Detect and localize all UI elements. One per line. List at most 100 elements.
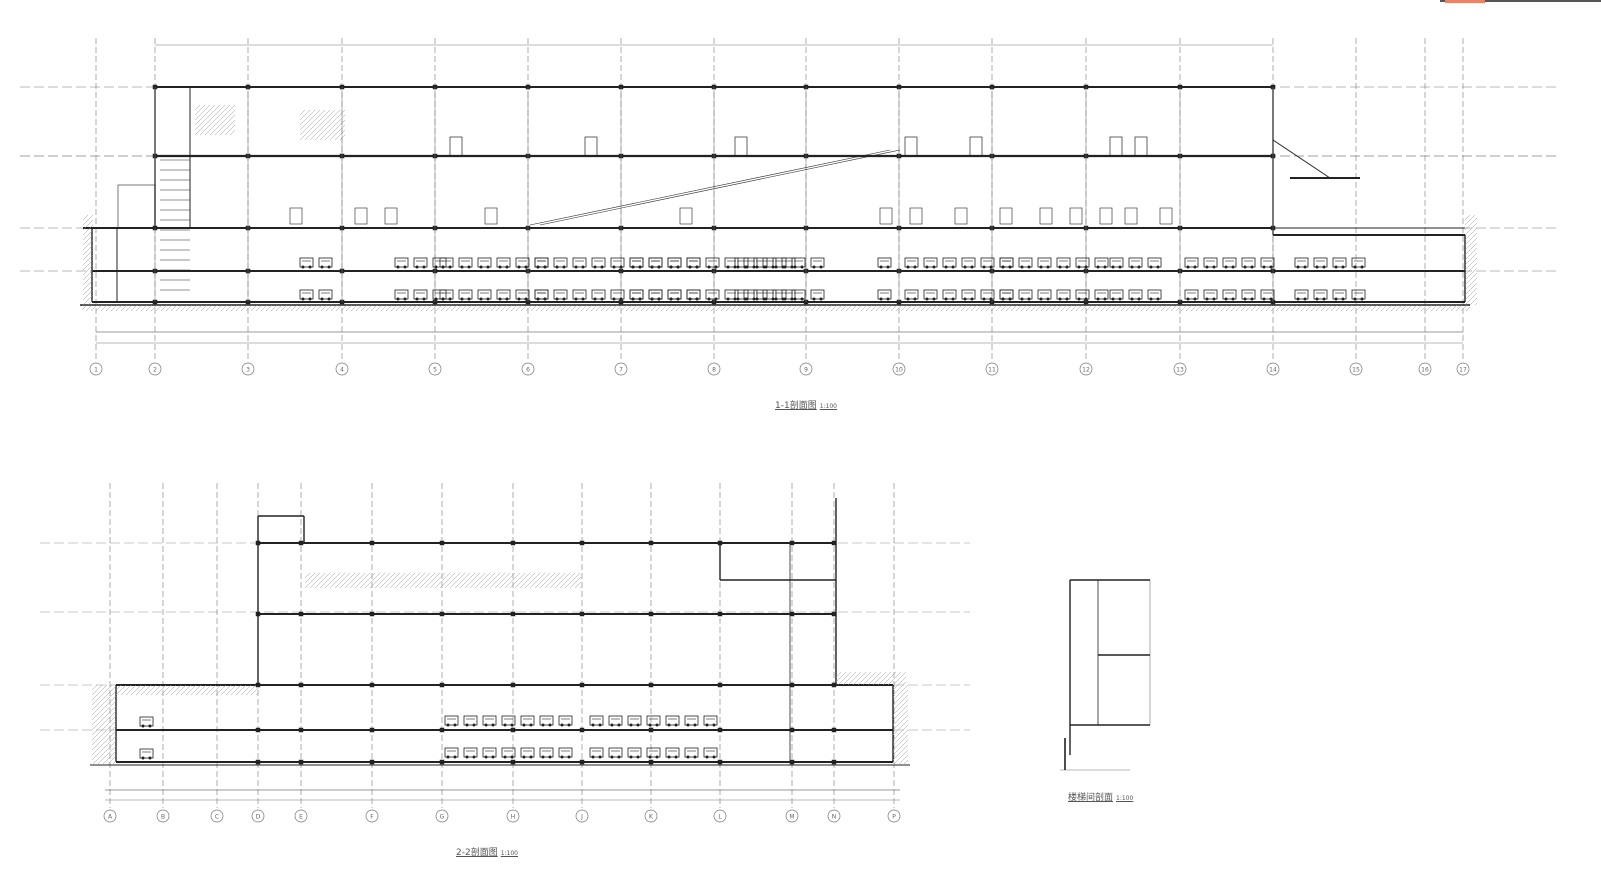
section-1-ground-hatch	[355, 304, 363, 312]
section-2-earth-hatch	[160, 684, 172, 696]
section-1-parked-car-icon	[753, 257, 768, 268]
section-1-parked-car-icon	[1203, 257, 1218, 268]
section-1-hatch	[299, 109, 316, 126]
section-1-ground-hatch	[950, 304, 958, 312]
section-1-ground-hatch	[1115, 304, 1123, 312]
section-1-axis-7-label: 7	[619, 367, 623, 374]
car-wheel	[1224, 297, 1228, 301]
section-1-ground-hatch	[770, 304, 778, 312]
section-1-ground-hatch	[975, 304, 983, 312]
car-wheel	[453, 755, 457, 759]
section-2-column	[789, 611, 795, 617]
section-1-ground-hatch	[910, 304, 918, 312]
section-2-earth-hatch	[857, 671, 872, 686]
car-wheel	[612, 265, 616, 269]
car-wheel	[648, 755, 652, 759]
section-2-hatch	[449, 572, 466, 589]
car-wheel	[674, 723, 678, 727]
section-1-ground-hatch	[650, 304, 658, 312]
section-1-hatch	[329, 124, 346, 141]
car-wheel	[1269, 265, 1273, 269]
car-wheel	[1296, 265, 1300, 269]
section-1-ground-hatch	[850, 304, 858, 312]
car-wheel	[1020, 265, 1024, 269]
section-1-hatch	[194, 104, 221, 131]
car-wheel	[541, 723, 545, 727]
section-1-ground-hatch	[1315, 304, 1323, 312]
section-1-earth-hatch	[1464, 267, 1478, 281]
section-1-parked-car-icon	[724, 257, 739, 268]
section-1-parked-car-icon	[961, 289, 976, 300]
car-wheel	[567, 755, 571, 759]
section-1-hatch	[219, 119, 236, 136]
car-wheel	[712, 723, 716, 727]
section-1-ground-hatch	[765, 304, 773, 312]
section-1-ground-hatch	[295, 304, 303, 312]
car-wheel	[600, 297, 604, 301]
section-1-parked-car-icon	[496, 289, 511, 300]
section-1-parked-car-icon	[591, 257, 606, 268]
section-2-earth-hatch	[91, 695, 117, 721]
section-1-ground-hatch	[200, 304, 208, 312]
car-wheel	[434, 297, 438, 301]
section-1-ground-hatch	[1010, 304, 1018, 312]
car-wheel	[498, 297, 502, 301]
section-1-ground-hatch	[440, 304, 448, 312]
car-wheel	[1269, 297, 1273, 301]
section-2-earth-hatch	[91, 730, 117, 756]
section-1-parked-car-icon	[648, 289, 663, 300]
section-2-parked-car-icon	[703, 715, 718, 726]
section-1-parked-car-icon	[1351, 257, 1366, 268]
section-1-ground-hatch	[1150, 304, 1158, 312]
section-1-window-icon	[289, 207, 303, 225]
section-1-parked-car-icon	[318, 289, 333, 300]
section-1-axis-4-label: 4	[340, 367, 344, 374]
section-1-ground-hatch	[1350, 304, 1358, 312]
section-1-ground-hatch	[270, 304, 278, 312]
section-1-window-icon	[954, 207, 968, 225]
section-1-axis-11-bubble	[985, 362, 999, 376]
section-1-ground-hatch	[1250, 304, 1258, 312]
section-1-ground-hatch	[150, 304, 158, 312]
section-1-ground-hatch	[815, 304, 823, 312]
section-2-axis-13-bubble	[827, 809, 841, 823]
car-wheel	[491, 755, 495, 759]
section-1-ground-hatch	[1090, 304, 1098, 312]
section-2-parked-car-icon	[558, 747, 573, 758]
section-1-ground-hatch	[195, 304, 203, 312]
car-wheel	[567, 723, 571, 727]
section-1-ground-hatch	[760, 304, 768, 312]
section-2-hatch	[509, 572, 526, 589]
section-1-scale: 1:100	[819, 403, 837, 410]
section-1-parked-car-icon	[686, 257, 701, 268]
section-1-ground-hatch	[255, 304, 263, 312]
section-1-ground-hatch	[215, 304, 223, 312]
section-1-ground-hatch	[1450, 304, 1458, 312]
car-wheel	[1111, 297, 1115, 301]
section-1-earth-hatch	[1464, 252, 1478, 266]
section-1-ground-hatch	[415, 304, 423, 312]
car-wheel	[1231, 265, 1235, 269]
car-wheel	[1243, 297, 1247, 301]
section-1-ground-hatch	[1120, 304, 1128, 312]
section-1-parked-car-icon	[1222, 257, 1237, 268]
car-wheel	[932, 297, 936, 301]
section-1-parked-car-icon	[1094, 257, 1109, 268]
section-1-ground-hatch	[1460, 304, 1468, 312]
section-2-hatch	[329, 572, 346, 589]
section-1-ground-hatch	[1260, 304, 1268, 312]
section-1-ground-hatch	[420, 304, 428, 312]
section-2-earth-hatch	[130, 684, 142, 696]
section-2-column	[510, 611, 516, 617]
car-wheel	[631, 265, 635, 269]
section-1-ground-hatch	[820, 304, 828, 312]
section-1-ground-hatch	[290, 304, 298, 312]
section-2-earth-hatch	[835, 671, 847, 683]
section-2-earth-hatch	[210, 684, 222, 696]
car-wheel	[484, 755, 488, 759]
section-2-column	[648, 682, 654, 688]
section-2-parked-car-icon	[627, 747, 642, 758]
section-1-parked-car-icon	[1351, 289, 1366, 300]
section-1-ground-hatch	[1255, 304, 1263, 312]
section-1-ground-hatch	[1210, 304, 1218, 312]
